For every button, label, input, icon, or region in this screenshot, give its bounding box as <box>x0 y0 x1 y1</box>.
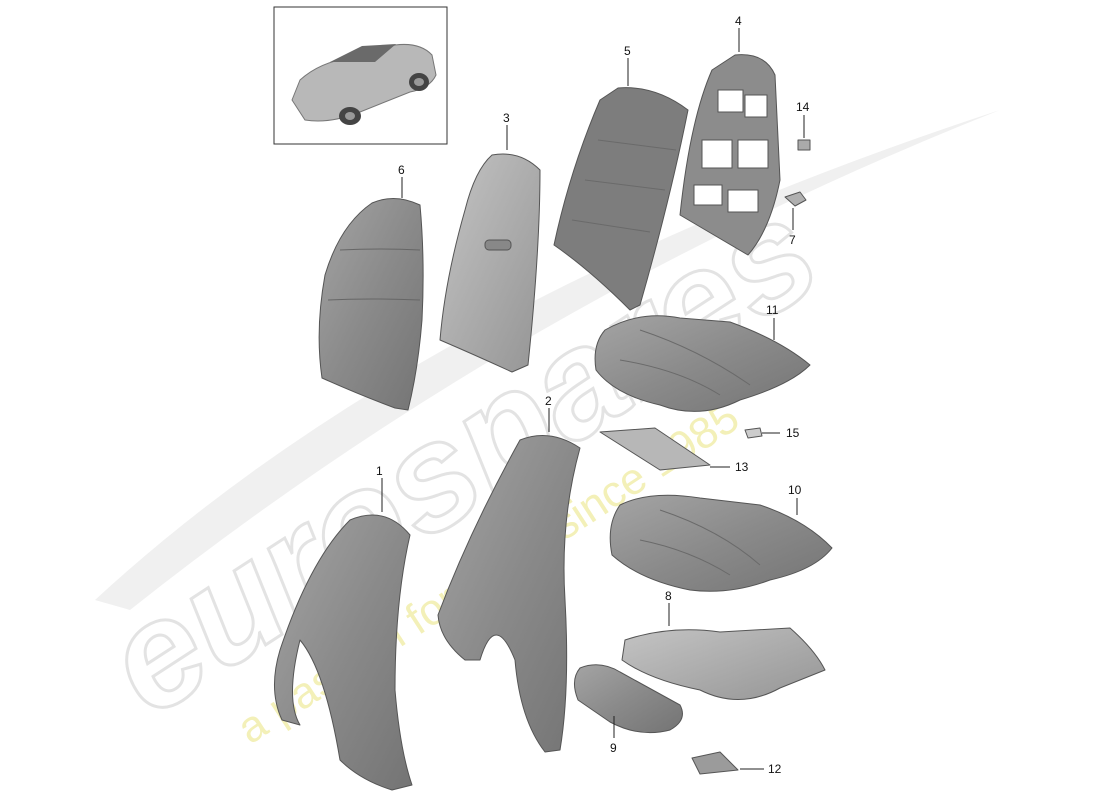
callout-15[interactable]: 15 <box>786 426 800 440</box>
callout-6[interactable]: 6 <box>398 163 405 177</box>
part-3-slot <box>484 239 512 251</box>
callout-10[interactable]: 10 <box>788 483 802 497</box>
part-11-seat-cushion[interactable] <box>594 315 811 412</box>
callout-12[interactable]: 12 <box>768 762 782 776</box>
callout-2[interactable]: 2 <box>545 394 552 408</box>
part-2-side-bolster[interactable] <box>437 435 581 753</box>
callout-5[interactable]: 5 <box>624 44 631 58</box>
watermark-swoosh <box>95 110 1000 610</box>
part-10-seat-cushion[interactable] <box>609 494 833 592</box>
part-12-bracket[interactable] <box>691 751 739 775</box>
part-6-seam <box>327 248 421 301</box>
part-4-backrest-frame[interactable] <box>679 54 781 256</box>
part-5-texture <box>571 139 677 233</box>
part-3-backrest-panel[interactable] <box>439 153 541 373</box>
part-14-clip[interactable] <box>797 139 811 151</box>
part-7-bracket[interactable] <box>784 191 807 207</box>
part-9-front-pad[interactable] <box>574 664 683 734</box>
part-13-pad[interactable] <box>599 427 711 471</box>
callout-7[interactable]: 7 <box>789 233 796 247</box>
callout-8[interactable]: 8 <box>665 589 672 603</box>
part-5-backrest-foam[interactable] <box>553 87 689 311</box>
callouts: 1 2 3 4 5 6 7 8 9 10 11 12 13 14 15 <box>376 14 810 776</box>
car-thumbnail-icon <box>291 44 437 125</box>
callout-11[interactable]: 11 <box>766 303 779 317</box>
callout-1[interactable]: 1 <box>376 464 383 478</box>
callout-13[interactable]: 13 <box>735 460 749 474</box>
leader-lines <box>381 28 805 770</box>
part-11-seam <box>619 329 751 396</box>
callout-3[interactable]: 3 <box>503 111 510 125</box>
part-15-clip[interactable] <box>744 427 763 439</box>
part-1-side-bolster[interactable] <box>273 514 413 791</box>
part-8-seat-base[interactable] <box>621 627 826 700</box>
part-6-backrest-cushion[interactable] <box>318 198 424 411</box>
callout-14[interactable]: 14 <box>796 100 810 114</box>
car-thumbnail <box>273 6 448 145</box>
part-10-seam <box>639 509 761 576</box>
callout-9[interactable]: 9 <box>610 741 617 755</box>
callout-4[interactable]: 4 <box>735 14 742 28</box>
